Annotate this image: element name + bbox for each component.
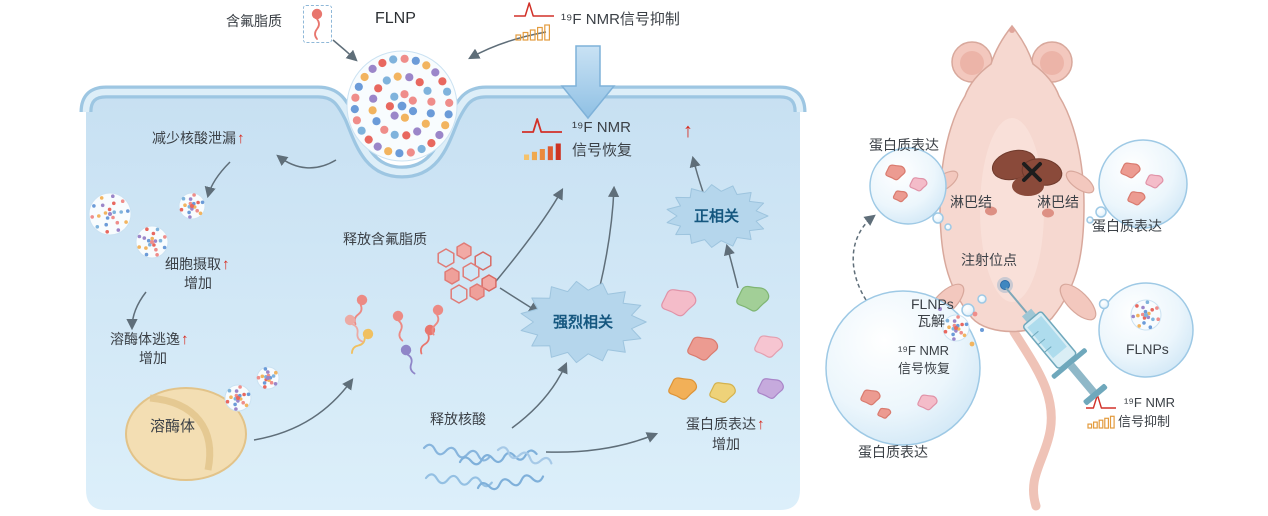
arrow-poscorr-to-recovery bbox=[689, 155, 704, 193]
protein-blobs-cluster bbox=[661, 285, 784, 403]
label-escape-line1: 溶酶体逃逸↑ bbox=[110, 331, 189, 348]
mouse-tail bbox=[1009, 327, 1056, 511]
mouse-nose bbox=[1009, 27, 1015, 33]
label-injection-site: 注射位点 bbox=[961, 252, 1017, 268]
strong-correlation-burst bbox=[520, 280, 647, 364]
arrow-bubble-to-protein-left bbox=[852, 214, 876, 301]
liver bbox=[991, 149, 1063, 196]
fluorinated-lipid-box bbox=[303, 5, 332, 43]
label-uptake-line2: 增加 bbox=[184, 275, 212, 291]
label-lysosome: 溶酶体 bbox=[150, 418, 196, 435]
label-protein-increase-text: 蛋白质表达 bbox=[686, 416, 756, 432]
lymph-node-right-dot bbox=[1042, 208, 1054, 218]
lysosome-shape bbox=[125, 387, 247, 481]
arrow-rna-to-protein bbox=[545, 432, 659, 453]
label-nmr-suppression-top: ¹⁹F NMR信号抑制 bbox=[561, 11, 680, 28]
label-suppression-bottom-line1: ¹⁹F NMR bbox=[1124, 395, 1176, 410]
label-escape-line2: 增加 bbox=[139, 350, 167, 366]
arrow-leakage-to-particles bbox=[204, 161, 231, 199]
x-mark-icon bbox=[1022, 162, 1042, 182]
mouse-illustration bbox=[927, 24, 1097, 511]
callout-bubble-flnp-disintegration bbox=[825, 290, 981, 446]
label-uptake-line1: 细胞摄取↑ bbox=[165, 256, 230, 273]
up-arrow: ↑ bbox=[237, 130, 245, 147]
flnps-bubble-nanoparticle bbox=[1130, 299, 1162, 331]
uptake-nanoparticles bbox=[88, 192, 206, 259]
label-protein-expression-bottom: 蛋白质表达 bbox=[858, 444, 928, 460]
flnp-nanoparticle bbox=[346, 50, 458, 162]
mouse-paw-front-right bbox=[1065, 170, 1095, 194]
bubble-protein-blobs bbox=[860, 162, 1164, 419]
mouse-ear-right-inner bbox=[1040, 51, 1064, 75]
escaping-nanoparticles bbox=[224, 366, 280, 412]
label-protein-increase-line1: 蛋白质表达↑ bbox=[686, 416, 765, 433]
injection-site-dot bbox=[1000, 280, 1010, 290]
arrow-flnp-to-leakage bbox=[276, 154, 337, 169]
released-lipids-cluster bbox=[311, 8, 497, 375]
label-release-lipid: 释放含氟脂质 bbox=[343, 231, 427, 247]
callout-bubble-protein-right bbox=[1098, 139, 1188, 229]
big-blue-arrow bbox=[560, 45, 616, 120]
arrow-lipids-to-recovery bbox=[491, 188, 564, 287]
up-arrow: ↑ bbox=[757, 416, 765, 433]
lymph-node-left-dot bbox=[985, 206, 997, 216]
label-suppression-bottom-line2: 信号抑制 bbox=[1118, 414, 1171, 429]
mouse-ear-left-inner bbox=[960, 51, 984, 75]
up-arrow: ↑ bbox=[222, 256, 230, 273]
label-protein-increase-line2: 增加 bbox=[712, 436, 740, 452]
label-lymph-node-right: 淋巴结 bbox=[1037, 194, 1079, 210]
label-reduce-leakage: 减少核酸泄漏↑ bbox=[152, 130, 245, 147]
label-lymph-node-left: 淋巴结 bbox=[950, 194, 992, 210]
arrow-protein-to-poscorr bbox=[723, 243, 739, 289]
cell-membrane-inner bbox=[82, 88, 804, 176]
up-arrow: ↑ bbox=[181, 331, 189, 348]
label-flnps-right: FLNPs bbox=[1126, 341, 1169, 357]
cell-body bbox=[86, 92, 800, 510]
callout-bubble-protein-left bbox=[869, 147, 947, 225]
mouse-paw-hind-right bbox=[1059, 283, 1097, 321]
syringe bbox=[1005, 287, 1108, 405]
arrow-strongcorr-to-recovery bbox=[599, 185, 620, 287]
label-protein-expression-left: 蛋白质表达 bbox=[869, 137, 939, 153]
label-fluorinated-lipid: 含氟脂质 bbox=[226, 13, 282, 29]
disintegrating-nanoparticle bbox=[938, 307, 984, 347]
up-arrow: ↑ bbox=[683, 120, 693, 142]
label-flnps-line1: FLNPs bbox=[911, 296, 954, 312]
label-escape-text: 溶酶体逃逸 bbox=[110, 331, 180, 347]
label-bubble-recovery-line1: ¹⁹F NMR bbox=[898, 343, 950, 358]
label-flnp-title: FLNP bbox=[375, 10, 416, 27]
nucleic-acid-squiggles bbox=[422, 443, 553, 491]
arrow-lysosome-to-lipids bbox=[253, 378, 354, 441]
label-strong-correlation: 强烈相关 bbox=[553, 314, 614, 331]
positive-correlation-burst bbox=[666, 184, 769, 248]
arrow-rna-to-strongcorr bbox=[511, 361, 568, 429]
arrow-lipidbox-to-flnp bbox=[332, 39, 358, 62]
label-uptake-text: 细胞摄取 bbox=[165, 256, 221, 272]
label-nmr-recovery-line2: 信号恢复 bbox=[572, 142, 633, 159]
label-protein-expression-right: 蛋白质表达 bbox=[1092, 218, 1162, 234]
label-release-nucleic-acid: 释放核酸 bbox=[430, 411, 486, 427]
label-reduce-leakage-text: 减少核酸泄漏 bbox=[152, 130, 236, 146]
label-nmr-recovery-line1: ¹⁹F NMR bbox=[572, 119, 631, 136]
arrow-particles-to-escape bbox=[126, 291, 147, 331]
label-bubble-recovery-line2: 信号恢复 bbox=[898, 361, 951, 376]
label-flnps-line2: 瓦解 bbox=[917, 313, 945, 329]
label-positive-correlation: 正相关 bbox=[694, 208, 740, 225]
